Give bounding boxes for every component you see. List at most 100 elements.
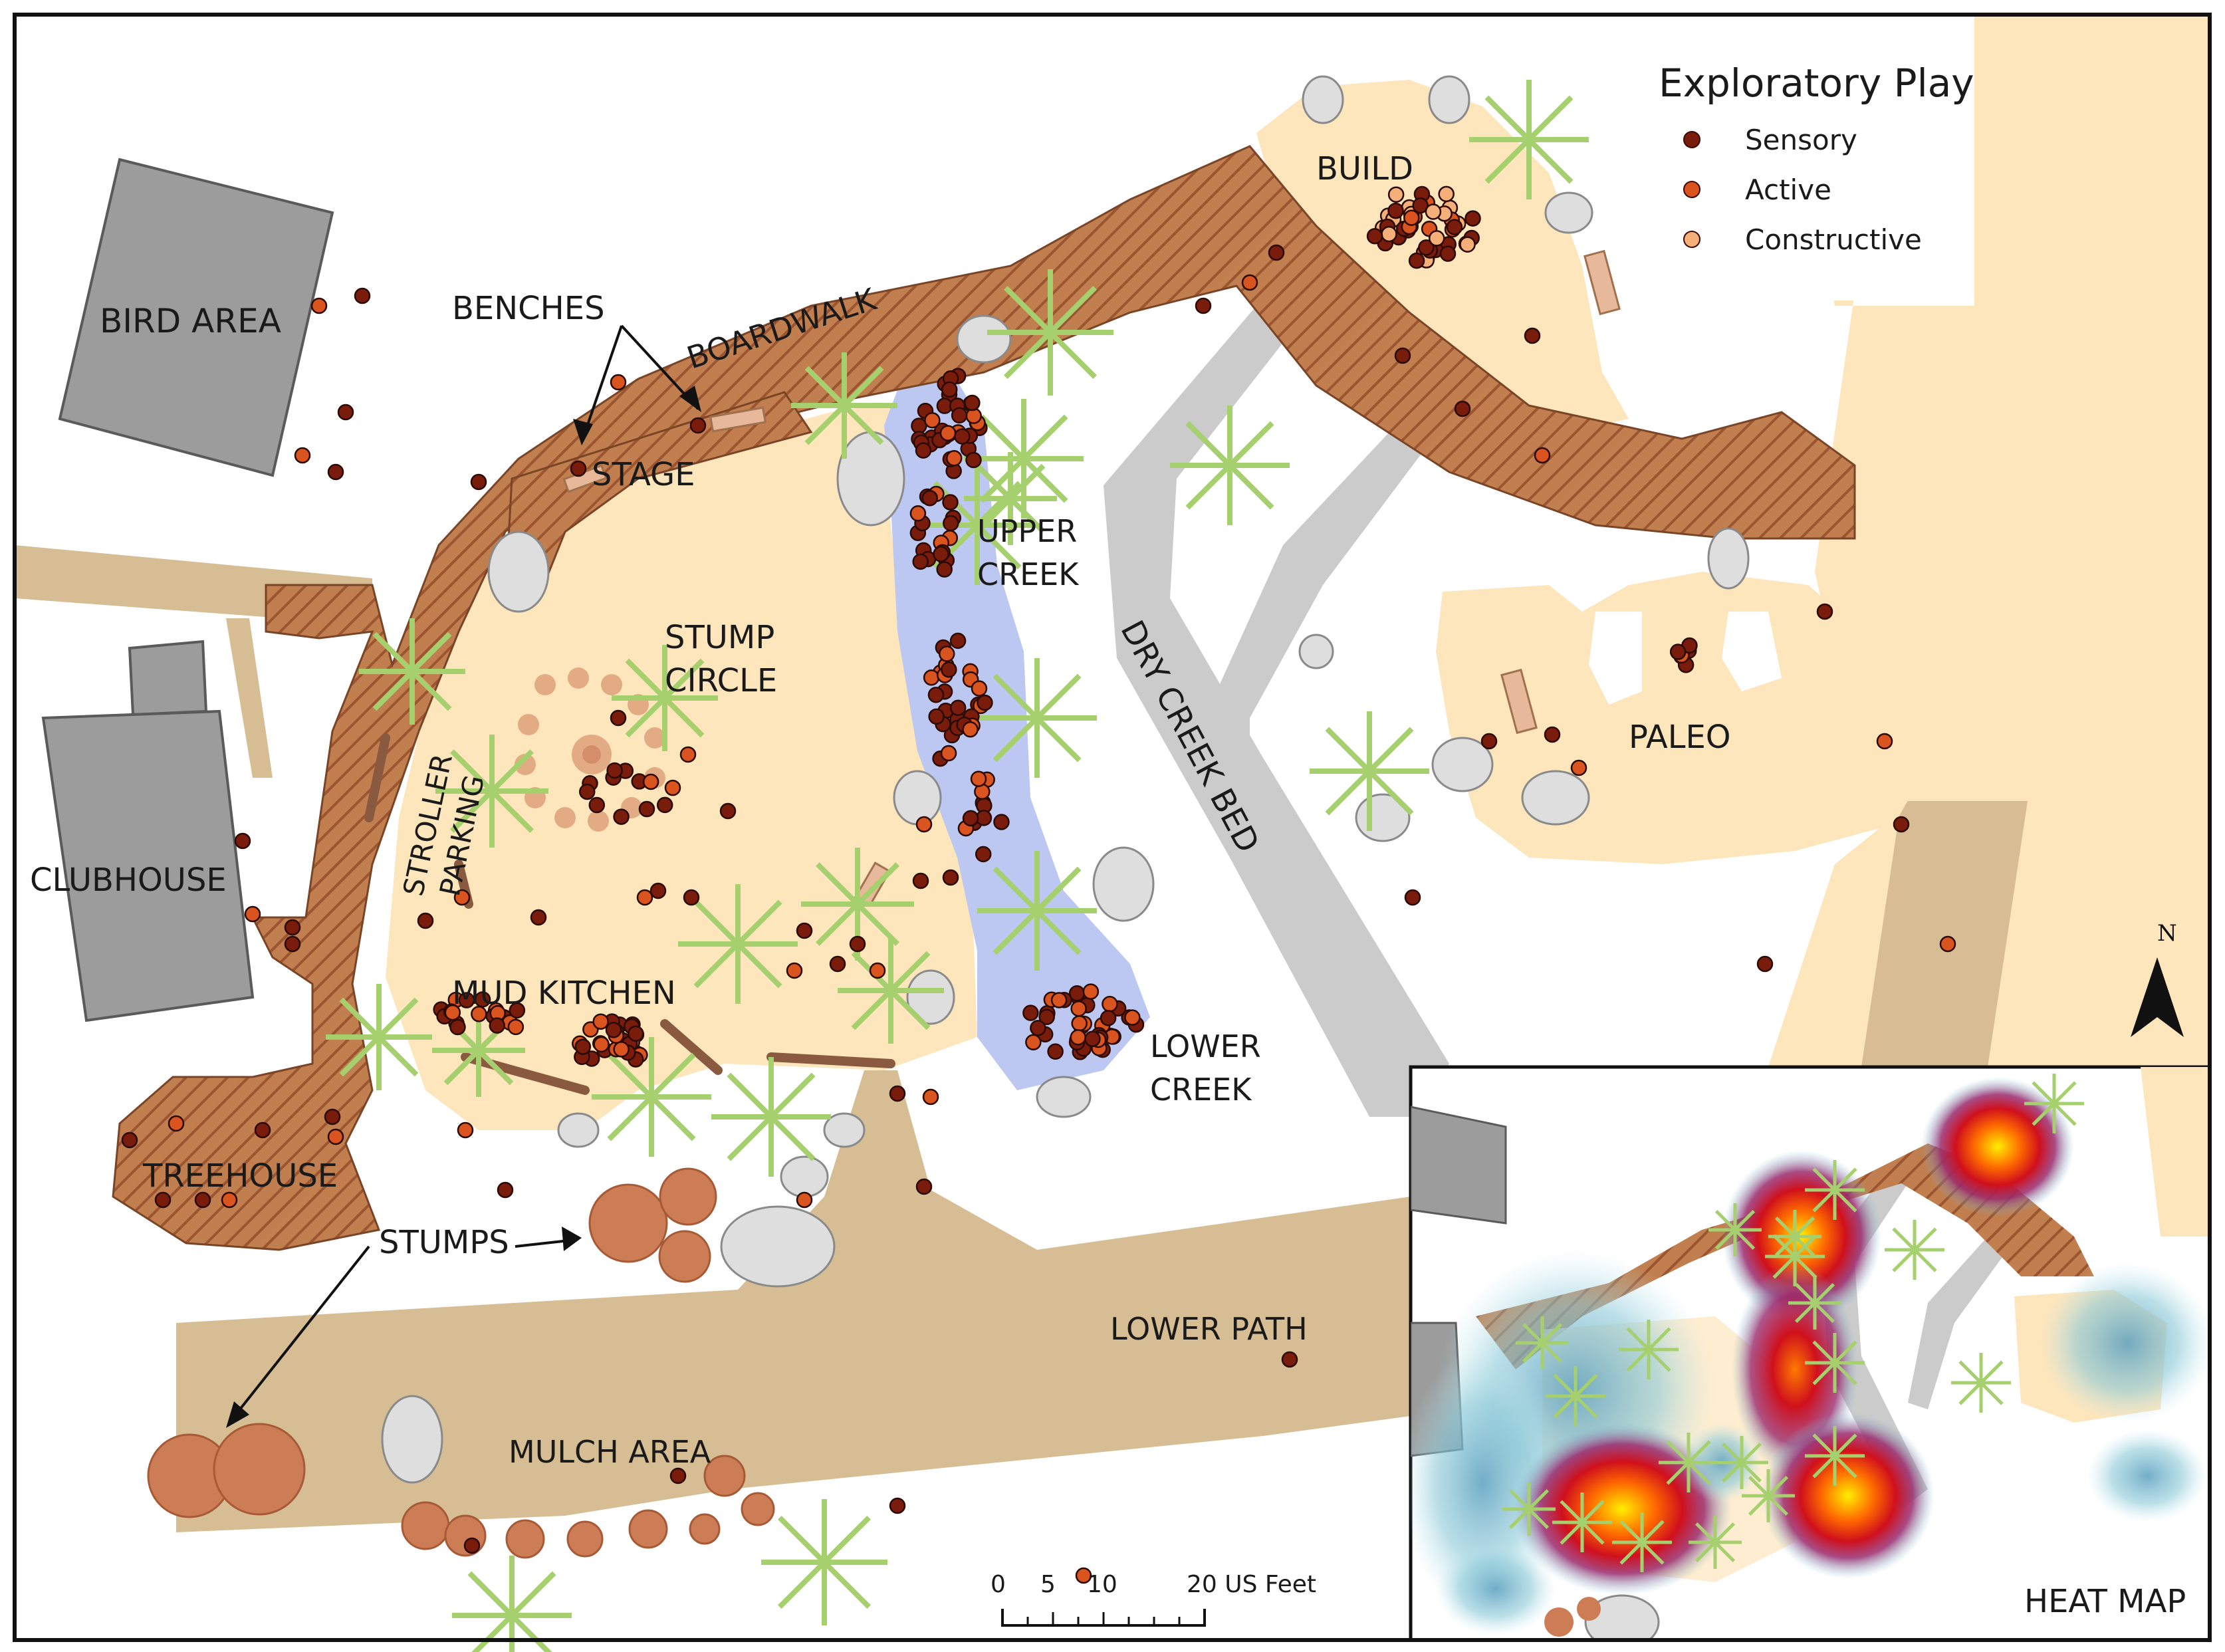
observation-point: [610, 709, 627, 727]
observation-point: [613, 1041, 630, 1058]
heat-map-vegetation-star: [1765, 1227, 1825, 1286]
observation-point: [719, 802, 737, 820]
observation-point: [1480, 733, 1498, 750]
observation-point: [1022, 1004, 1039, 1021]
vegetation-markers: [326, 80, 1589, 1652]
observation-point: [829, 955, 846, 973]
observation-point: [669, 1467, 687, 1484]
observation-point: [1439, 245, 1457, 262]
observation-point: [457, 1121, 474, 1139]
map-frame: [13, 13, 2212, 1642]
observation-point: [154, 1191, 172, 1209]
vegetation-star: [612, 645, 718, 751]
observation-point: [922, 1088, 939, 1106]
observation-point: [942, 869, 959, 886]
label-mud-kitchen: MUD KITCHEN: [452, 975, 676, 1012]
observation-point: [940, 745, 957, 762]
observation-point: [1366, 227, 1383, 245]
scale-tick-20: 20 US Feet: [1187, 1571, 1316, 1598]
observation-point: [1412, 197, 1429, 214]
heat-map-vegetation-star: [1552, 1492, 1612, 1552]
rocks: [381, 75, 1750, 1484]
observation-point: [938, 646, 955, 662]
observation-point: [1534, 447, 1551, 464]
observation-point: [1425, 203, 1442, 220]
heat-map-vegetation-star: [1805, 1333, 1865, 1393]
label-lower-creek-2: CREEK: [1150, 1072, 1252, 1108]
vegetation-star: [359, 618, 465, 725]
observation-point: [1408, 252, 1425, 269]
observation-point: [889, 1085, 906, 1102]
observation-point: [941, 661, 957, 678]
scale-tick-10: 10: [1087, 1571, 1117, 1598]
observation-point: [933, 546, 949, 562]
observation-point: [912, 872, 929, 889]
observation-point: [1124, 1009, 1141, 1026]
observation-point: [941, 381, 958, 398]
vegetation-star: [1310, 711, 1429, 831]
heat-map-vegetation-star: [1742, 1469, 1795, 1522]
observation-point: [530, 909, 547, 926]
observation-point: [354, 287, 371, 304]
bird-area-building: [58, 158, 334, 477]
observation-point: [977, 694, 993, 711]
observation-point: [1816, 603, 1833, 620]
observation-point: [927, 686, 945, 703]
scale-bar: 0 5 10 20 US Feet: [991, 1571, 1316, 1627]
observation-point: [1047, 1043, 1064, 1060]
label-lower-path: LOWER PATH: [1110, 1311, 1308, 1347]
observation-point: [578, 783, 596, 800]
vegetation-star: [977, 658, 1097, 778]
observation-point: [638, 800, 655, 818]
observation-point: [570, 460, 587, 477]
observation-point: [636, 889, 653, 906]
observation-point: [606, 762, 623, 779]
vegetation-star: [838, 937, 944, 1044]
observation-point: [463, 1537, 481, 1554]
label-bird-area: BIRD AREA: [100, 302, 281, 340]
observation-point: [474, 991, 491, 1008]
legend-dot-constructive: [1683, 231, 1700, 248]
observation-point: [1241, 274, 1258, 291]
observation-point: [1102, 996, 1118, 1012]
scale-tick-0: 0: [991, 1571, 1006, 1598]
observation-point: [975, 846, 992, 863]
observation-point: [1544, 726, 1561, 743]
observation-point: [168, 1115, 185, 1132]
observation-point: [1387, 202, 1404, 219]
observation-point: [849, 935, 866, 953]
label-benches: BENCHES: [452, 290, 605, 327]
observation-point: [909, 505, 927, 522]
observation-point: [951, 407, 968, 424]
observation-point: [1268, 244, 1285, 261]
observation-point: [1050, 992, 1068, 1008]
label-stumps: STUMPS: [379, 1224, 509, 1261]
heat-map-vegetation-star: [1502, 1482, 1556, 1536]
label-lower-creek-1: LOWER: [1150, 1028, 1261, 1064]
vegetation-star: [791, 352, 897, 459]
observation-point: [965, 451, 982, 469]
heat-map-vegetation-star: [1788, 1276, 1841, 1330]
observation-point: [337, 404, 354, 421]
observation-point: [1071, 1015, 1088, 1032]
observation-point: [1030, 1020, 1046, 1036]
observation-point: [971, 680, 988, 697]
label-build: BUILD: [1316, 150, 1413, 187]
observation-point: [915, 816, 933, 833]
north-arrow: N: [2131, 920, 2184, 1037]
heat-map-vegetation-star: [1715, 1436, 1768, 1489]
observation-point: [593, 1036, 610, 1053]
observation-point: [489, 1017, 505, 1034]
lower-path: [176, 1070, 1411, 1532]
benches: [562, 249, 1621, 907]
observation-point: [1418, 239, 1435, 256]
scale-tick-5: 5: [1040, 1571, 1056, 1598]
vegetation-star: [964, 452, 1057, 545]
observation-point: [1070, 1000, 1087, 1017]
observation-point: [254, 1121, 271, 1139]
heat-map-vegetation-star: [1659, 1433, 1718, 1492]
observation-point: [1438, 185, 1455, 203]
observation-point: [1893, 816, 1910, 833]
observation-point: [664, 779, 681, 796]
legend-dot-sensory: [1683, 131, 1700, 148]
